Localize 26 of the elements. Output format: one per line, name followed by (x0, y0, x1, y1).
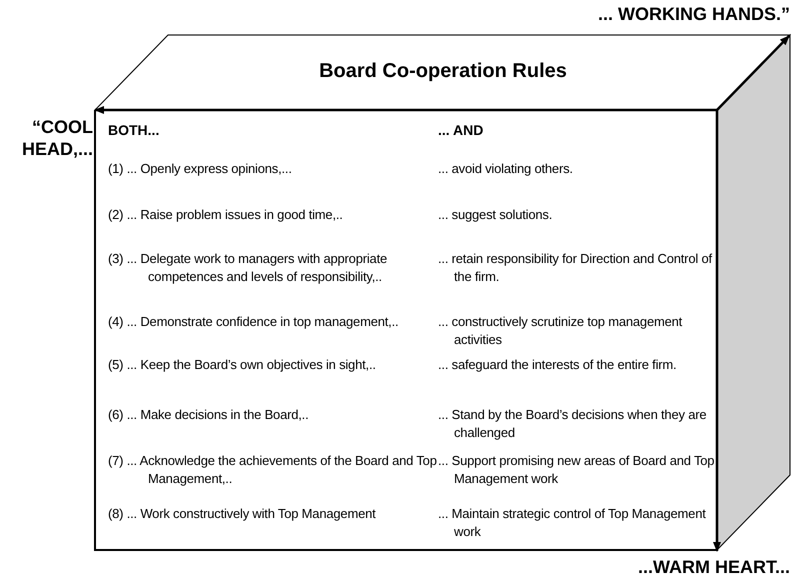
rule-text: (5) ... Keep the Board’s own objectives in sight,.. (108, 356, 377, 374)
corner-label: ... WORKING HANDS.” (598, 3, 790, 25)
rule-text: (8) ... Work constructively with Top Management (108, 505, 377, 523)
arrow (94, 106, 717, 114)
box-drawing (94, 34, 792, 552)
column-heading: ... AND (438, 122, 484, 138)
rule-text: (3) ... Delegate work to managers with appropriate competences and levels of responsibility,.. (108, 250, 388, 286)
rule-text: (7) ... Acknowledge the achievements of the Board and Top Management,.. (108, 452, 438, 488)
counterpart-text: ... Maintain strategic control of Top Management work (438, 505, 707, 541)
rule-text: (1) ... Openly express opinions,... (108, 160, 293, 178)
rule-text: (6) ... Make decisions in the Board,.. (108, 406, 310, 424)
corner-label: ...WARM HEART... (638, 556, 790, 578)
corner-label: “COOL HEAD,... (13, 116, 93, 160)
counterpart-text: ... retain responsibility for Direction and Control of the firm. (438, 250, 714, 286)
counterpart-text: ... suggest solutions. (438, 206, 554, 224)
counterpart-text: ... Support promising new areas of Board and Top Management work (438, 452, 716, 488)
rule-text: (4) ... Demonstrate confidence in top management,.. (108, 313, 400, 331)
counterpart-text: ... Stand by the Board’s decisions when they are challenged (438, 406, 708, 442)
counterpart-text: ... safeguard the interests of the entire firm. (438, 356, 678, 374)
arrow (716, 35, 790, 111)
title: Board Co-operation Rules (318, 59, 568, 84)
arrow (713, 110, 721, 552)
counterpart-text: ... constructively scrutinize top management activities (438, 313, 684, 349)
rule-text: (2) ... Raise problem issues in good time,.. (108, 206, 344, 224)
column-heading: BOTH... (108, 122, 160, 138)
counterpart-text: ... avoid violating others. (438, 160, 574, 178)
